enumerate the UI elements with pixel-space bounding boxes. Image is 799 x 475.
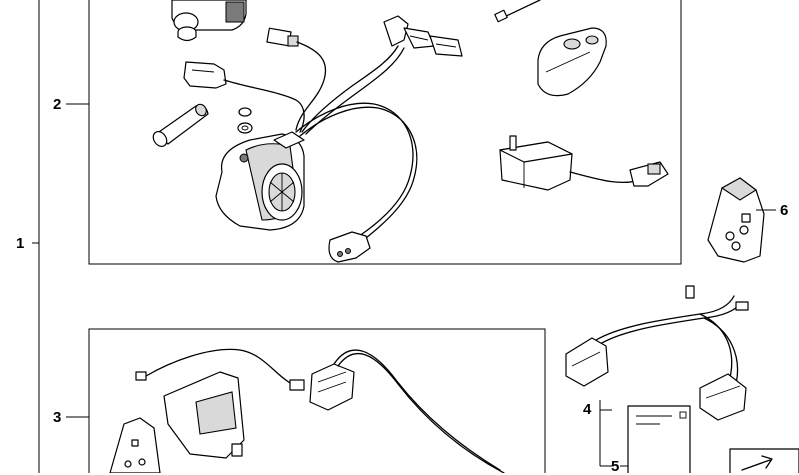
sleeve-icon bbox=[152, 103, 209, 148]
remote-fob-icon bbox=[537, 27, 607, 97]
sensor-lead-icon bbox=[135, 348, 305, 391]
group-3-frame bbox=[88, 328, 546, 473]
instruction-leaflet-icon bbox=[627, 405, 691, 473]
callout-5: 5 bbox=[611, 458, 620, 475]
group-2-frame bbox=[88, 0, 682, 265]
tilt-sensor-icon bbox=[499, 135, 669, 191]
leader-4 bbox=[599, 400, 612, 466]
mounting-plate-icon bbox=[163, 371, 245, 459]
relay-connector-icon bbox=[171, 0, 247, 32]
callout-6: 6 bbox=[780, 202, 789, 219]
leader-1 bbox=[32, 0, 40, 473]
bracket-plate-icon bbox=[109, 417, 161, 473]
screw-icon bbox=[494, 0, 541, 23]
callout-4: 4 bbox=[583, 401, 592, 418]
mounting-bracket-icon bbox=[707, 177, 765, 263]
adapter-connector-icon bbox=[183, 61, 305, 133]
grommet-icon bbox=[177, 26, 197, 42]
nut-icon bbox=[237, 107, 253, 134]
callout-2: 2 bbox=[53, 96, 62, 113]
siren-icon bbox=[215, 131, 305, 231]
callout-3: 3 bbox=[53, 409, 62, 426]
multi-pin-connector-icon bbox=[301, 15, 463, 135]
arrow-symbol-icon bbox=[729, 448, 799, 473]
harness-connector-icon bbox=[309, 349, 505, 473]
wiring-harness-icon bbox=[295, 102, 418, 263]
adapter-harness-icon bbox=[565, 285, 749, 421]
callout-1: 1 bbox=[16, 235, 25, 252]
plug-connector-icon bbox=[266, 27, 327, 131]
